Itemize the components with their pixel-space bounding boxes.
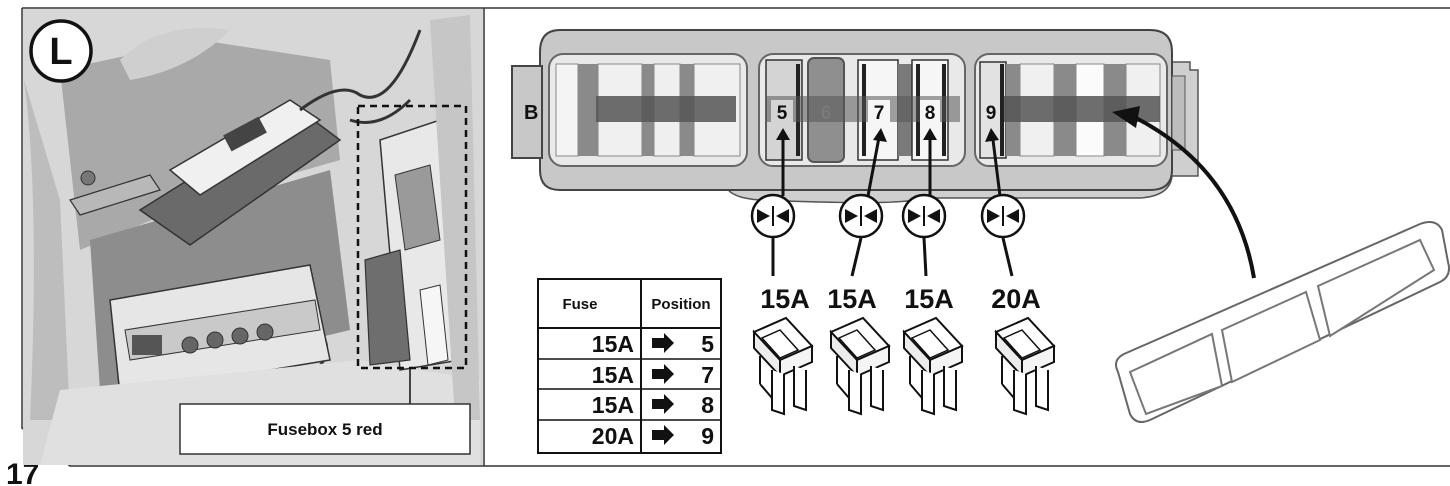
- svg-text:L: L: [49, 31, 72, 73]
- fuse-ratings: 15A 15A 15A 20A: [760, 284, 1041, 314]
- fusebox-caption: Fusebox 5 red: [267, 420, 382, 439]
- fuse-insert-icon: [901, 193, 947, 239]
- table-row-fuse: 20A: [592, 423, 634, 449]
- blade-fuse-icon: [753, 317, 813, 415]
- slot-label-9: 9: [986, 103, 997, 124]
- table-header-fuse: Fuse: [562, 296, 597, 313]
- fusebox-row-label: B: [524, 102, 538, 124]
- arrow-icon: [652, 364, 674, 384]
- table-row-position: 7: [701, 362, 714, 388]
- fuse-rating-2: 15A: [827, 284, 877, 314]
- table-row-position: 9: [701, 423, 714, 449]
- arrow-icon: [652, 425, 674, 445]
- fuse-cover-frame: [1115, 221, 1450, 423]
- fusebox-highlight: [356, 104, 468, 370]
- slot-label-8: 8: [925, 103, 936, 124]
- table-header-position: Position: [651, 296, 710, 313]
- arrow-icon: [652, 394, 674, 414]
- fuse-rating-3: 15A: [904, 284, 954, 314]
- fuse-insert-icon: [838, 193, 884, 239]
- table-row-position: 5: [701, 331, 714, 357]
- blade-fuse-icon: [995, 317, 1055, 415]
- fusebox-caption-box: Fusebox 5 red: [179, 403, 471, 455]
- side-L-badge: L: [29, 19, 93, 83]
- fuse-rating-4: 20A: [991, 284, 1041, 314]
- table-row-fuse: 15A: [592, 392, 634, 418]
- table-row-position: 8: [701, 392, 714, 418]
- arrow-icon: [652, 333, 674, 353]
- vehicle-photo: [23, 9, 483, 465]
- blade-fuse-icon: [903, 317, 963, 415]
- fuse-rating-1: 15A: [760, 284, 810, 314]
- table-row-fuse: 15A: [592, 362, 634, 388]
- arrow-icon: [1112, 106, 1256, 279]
- fuse-position-table: Fuse Position 15A 15A 15A 20A 5 7 8 9: [537, 278, 722, 454]
- slot-labels: 5 6 7 8 9: [771, 100, 1000, 124]
- fuse-insert-icon: [980, 193, 1026, 239]
- slot-label-5: 5: [777, 103, 788, 124]
- blade-fuses: [753, 317, 1055, 415]
- slot-label-7: 7: [874, 103, 885, 124]
- fuse-slots: [555, 57, 1161, 163]
- slot-label-6: 6: [821, 103, 832, 124]
- table-row-fuse: 15A: [592, 331, 634, 357]
- blade-fuse-icon: [830, 317, 890, 415]
- fuse-insert-icon: [750, 193, 796, 239]
- fuse-insert-indicators: [750, 128, 1026, 277]
